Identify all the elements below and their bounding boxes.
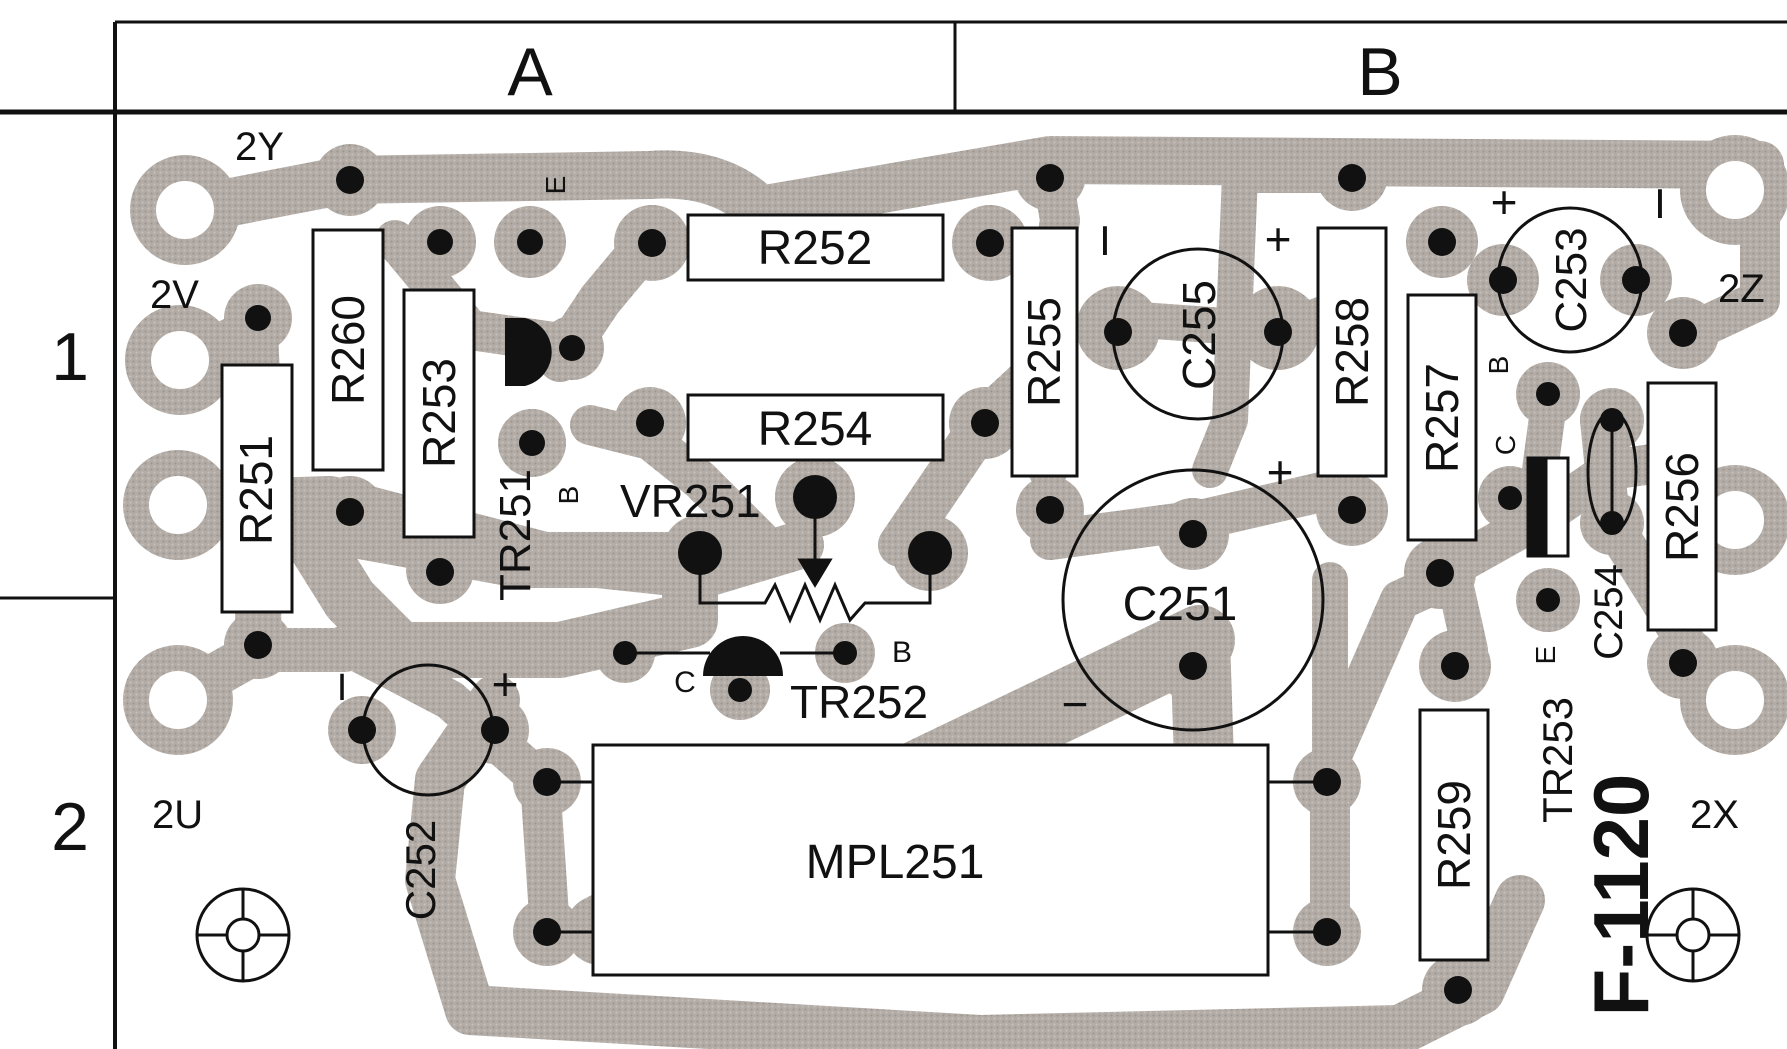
- r259-label: R259: [1428, 780, 1480, 890]
- r259-body: [1418, 708, 1490, 962]
- c251-label: C251: [1123, 578, 1238, 631]
- vr251-symbol: [698, 497, 932, 624]
- terminal-2z-ring[interactable]: [1680, 135, 1787, 245]
- mpl251-label: MPL251: [806, 836, 985, 889]
- component-labels: 2Y 2V 2U 2Z 2X R252 R254 MPL251 VR251 TR…: [150, 125, 1765, 1016]
- mpl251-body: [591, 743, 1270, 977]
- r257-label: R257: [1416, 363, 1468, 473]
- column-label-a: A: [507, 34, 553, 110]
- vr251-label: VR251: [620, 475, 761, 527]
- c255-plus: +: [1265, 213, 1292, 265]
- r258-label: R258: [1326, 297, 1378, 407]
- terminal-label-2z: 2Z: [1718, 267, 1765, 311]
- r254-body: [686, 393, 945, 462]
- r253-body: [402, 288, 476, 539]
- r253-label: R253: [413, 358, 465, 468]
- r251-body: [220, 363, 294, 614]
- r258-body: [1316, 226, 1388, 478]
- terminal-2x-ring[interactable]: [1680, 645, 1787, 755]
- r255-label: R255: [1018, 297, 1070, 407]
- c253-plus: +: [1491, 176, 1518, 228]
- right-mounting-hole: [1645, 887, 1741, 983]
- board-id-label: F-1120: [1577, 774, 1665, 1017]
- terminal-label-2y: 2Y: [235, 125, 284, 169]
- tr251-pin-e: E: [540, 176, 571, 195]
- tr253-pin-b: B: [1483, 356, 1514, 375]
- c251-body: [1061, 468, 1325, 732]
- terminal-label-2u: 2U: [152, 793, 203, 837]
- r260-label: R260: [322, 295, 374, 405]
- c255-minus-bar: I: [1099, 217, 1111, 264]
- c251-minus: −: [1062, 678, 1089, 730]
- terminal-ring-mid-left[interactable]: [123, 450, 233, 560]
- r254-label: R254: [758, 403, 873, 456]
- solder-joints: [244, 164, 1697, 1004]
- tr253-band: [1528, 458, 1548, 556]
- r252-body: [686, 213, 945, 282]
- column-label-b: B: [1357, 34, 1402, 110]
- terminal-2u-ring[interactable]: [123, 645, 233, 755]
- c252-plus: +: [492, 658, 519, 710]
- component-outlines: [220, 213, 1718, 977]
- tr251-pin-b: B: [553, 486, 584, 505]
- terminal-2v-ring[interactable]: [125, 305, 235, 415]
- tr253-pin-e: E: [1530, 646, 1561, 665]
- terminal-label-2x: 2X: [1690, 793, 1739, 837]
- left-mounting-hole: [195, 887, 291, 983]
- c255-label: C255: [1173, 280, 1225, 390]
- r260-body: [311, 228, 385, 472]
- grid-frame: [0, 20, 1787, 1049]
- r256-body: [1646, 381, 1718, 632]
- tr252-pin-b: B: [892, 636, 912, 669]
- r251-label: R251: [230, 435, 282, 545]
- tr252-pin-c: C: [674, 666, 696, 699]
- tr251-body: [505, 318, 552, 386]
- tr252-dome: [703, 636, 783, 676]
- row-label-2: 2: [51, 789, 89, 865]
- c253-minus-bar: I: [1654, 180, 1666, 227]
- r255-body: [1010, 226, 1079, 478]
- r257-body: [1406, 293, 1478, 542]
- c252-minus-bar: I: [337, 667, 348, 709]
- row-label-1: 1: [51, 319, 89, 395]
- c252-label: C252: [397, 820, 444, 920]
- c253-label: C253: [1547, 227, 1596, 332]
- tr253-pin-c: C: [1490, 435, 1521, 455]
- tr251-label: TR251: [491, 469, 540, 601]
- tr253-label: TR253: [1534, 697, 1581, 823]
- tr252-label: TR252: [790, 676, 928, 728]
- r256-label: R256: [1656, 452, 1708, 562]
- c254-label: C254: [1587, 564, 1631, 660]
- r252-label: R252: [758, 222, 873, 275]
- c251-plus: +: [1267, 446, 1294, 498]
- terminal-2y-ring[interactable]: [130, 155, 240, 265]
- terminal-label-2v: 2V: [150, 273, 199, 317]
